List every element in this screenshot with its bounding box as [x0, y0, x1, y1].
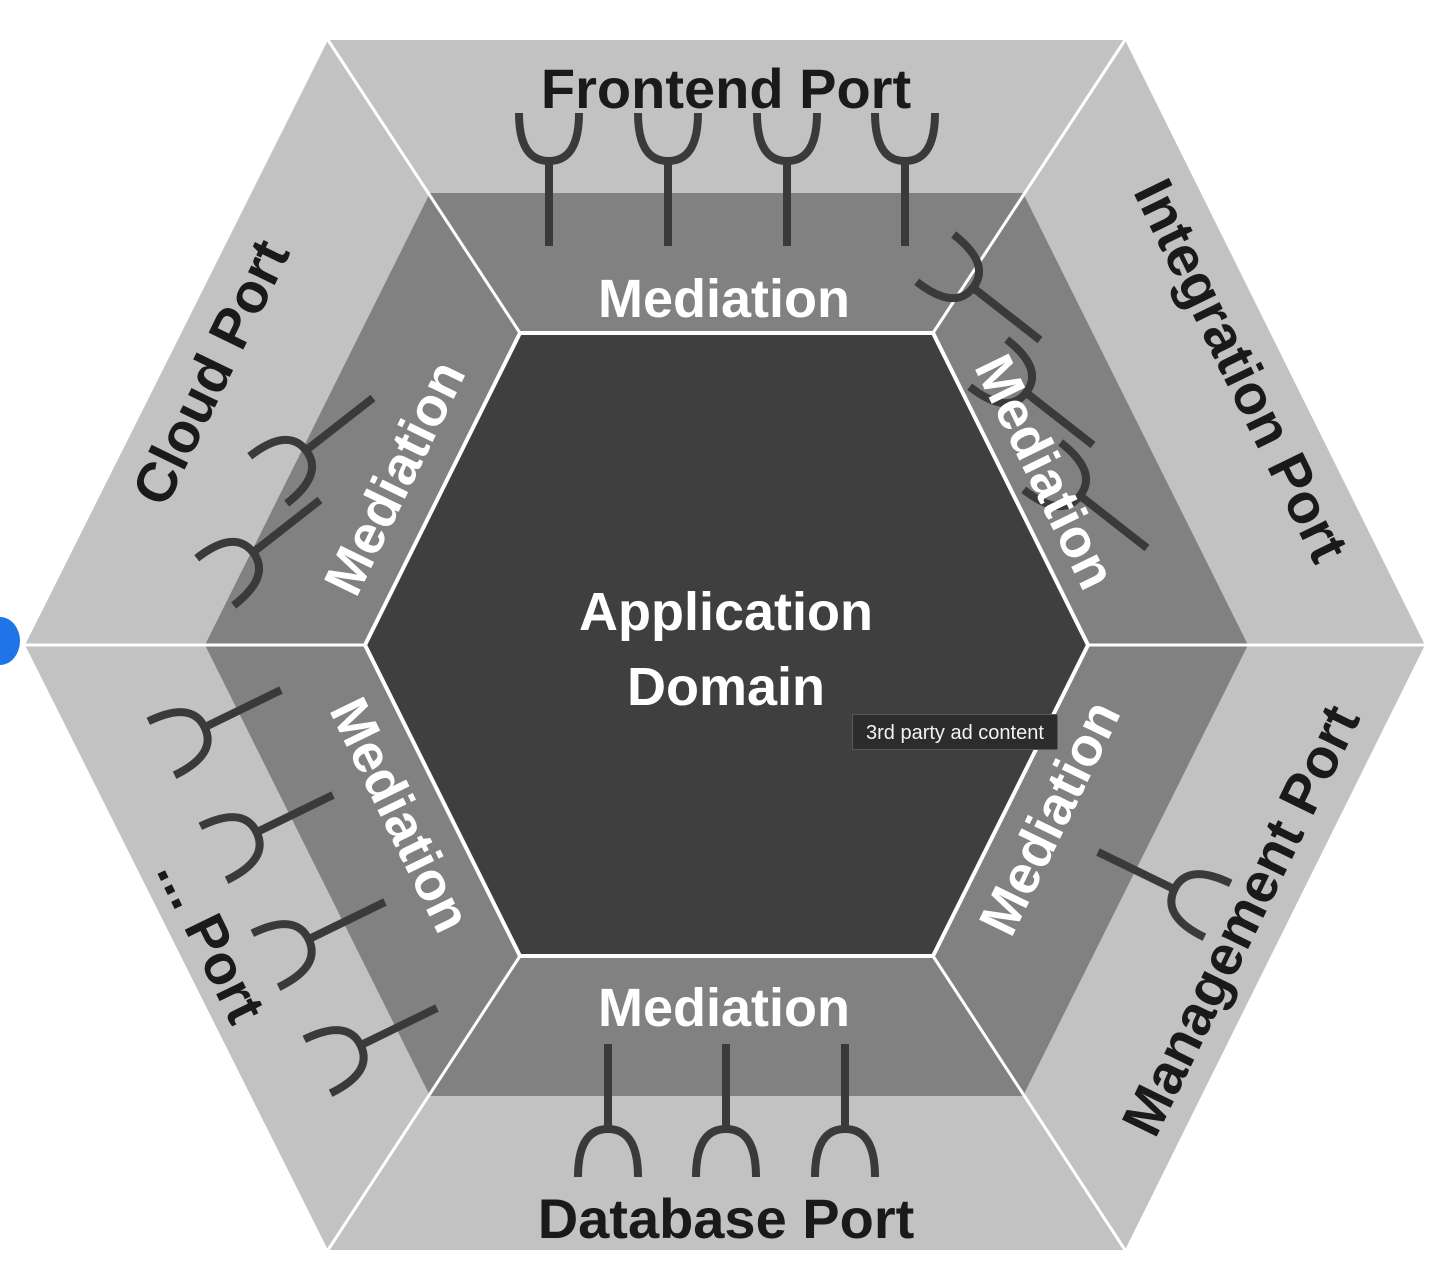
integration-connector-icon	[914, 231, 1043, 344]
database-connector-icon	[811, 1044, 879, 1178]
mediation-label-top: Mediation	[598, 269, 850, 329]
database-connector-icon	[692, 1044, 760, 1178]
integration-connector-icon	[1021, 439, 1150, 552]
frontend-connector-icon	[753, 112, 821, 246]
application-domain-core	[362, 331, 1091, 958]
frontend-connector-icon	[515, 112, 583, 246]
blue-indicator-dot[interactable]	[0, 617, 20, 665]
management-connector-icon	[1096, 848, 1233, 941]
ellipsis-port-connector-icon	[198, 791, 335, 884]
database-connector-icon	[574, 1044, 642, 1178]
cloud-connector-icon	[247, 394, 376, 507]
ad-content-tooltip: 3rd party ad content	[852, 714, 1058, 750]
frontend-connector-icon	[871, 112, 939, 246]
sector-separators	[25, 39, 1425, 1251]
application-domain-label-line2: Domain	[627, 657, 825, 717]
frontend-port-label: Frontend Port	[541, 57, 911, 120]
ellipsis-port-connector-icon	[302, 1004, 439, 1097]
database-port-label: Database Port	[538, 1187, 915, 1250]
port-connectors	[146, 112, 1233, 1178]
application-domain-label-line1: Application	[579, 582, 873, 642]
ellipsis-port-connector-icon	[146, 686, 283, 779]
ellipsis-port-connector-icon	[250, 898, 387, 991]
mediation-label-bottom: Mediation	[598, 978, 850, 1038]
integration-connector-icon	[967, 336, 1096, 449]
frontend-connector-icon	[634, 112, 702, 246]
cloud-connector-icon	[194, 496, 323, 609]
